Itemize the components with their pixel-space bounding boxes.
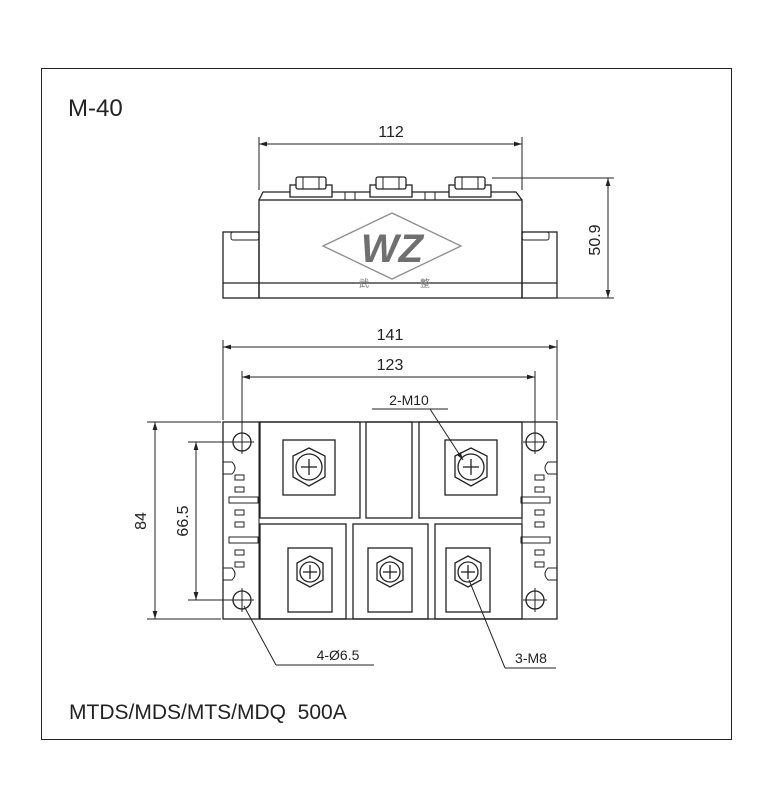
side-terminal-1 (289, 176, 333, 198)
logo-char-left: 武 (359, 277, 369, 290)
callout-main-terminals: 2-M10 (389, 392, 429, 408)
product-spec: MTDS/MDS/MTS/MDQ 500A (69, 701, 347, 724)
logo-char-right: 整 (420, 277, 430, 290)
module-outline (222, 421, 558, 620)
top-view: 141 123 84 66.5 2-M10 4-Ø6.5 3-M8 (133, 327, 558, 669)
main-terminal-left (282, 439, 336, 496)
mounting-hole-bl (230, 588, 254, 612)
aux-terminal-1 (287, 547, 333, 613)
dim-overall-length: 141 (377, 327, 404, 344)
mounting-hole-tr (523, 430, 547, 454)
main-terminal-right (444, 439, 498, 496)
drawing-frame (41, 68, 732, 740)
callout-mounting-holes: 4-Ø6.5 (317, 647, 360, 663)
aux-terminal-2 (367, 547, 413, 613)
mounting-hole-tl (230, 430, 254, 454)
dim-hole-spacing: 123 (377, 357, 404, 374)
dim-side-width: 112 (378, 124, 404, 141)
right-side-slots (520, 461, 557, 581)
side-terminal-2 (369, 176, 413, 198)
side-view: WZ 武 整 112 50.9 (222, 124, 614, 299)
side-terminal-3 (448, 176, 492, 198)
brand-logo: WZ 武 整 (321, 212, 463, 290)
aux-terminal-3 (445, 547, 491, 613)
right-flange (521, 231, 558, 299)
model-title: M-40 (68, 95, 123, 122)
mounting-hole-br (523, 588, 547, 612)
left-side-slots (223, 461, 259, 581)
logo-letters: WZ (361, 227, 425, 271)
module-body (258, 199, 523, 299)
callout-aux-terminals: 3-M8 (515, 650, 547, 666)
dim-hole-pitch: 66.5 (175, 505, 192, 536)
dim-side-height: 50.9 (587, 224, 604, 255)
left-flange (222, 231, 260, 299)
dim-overall-width: 84 (133, 512, 150, 530)
